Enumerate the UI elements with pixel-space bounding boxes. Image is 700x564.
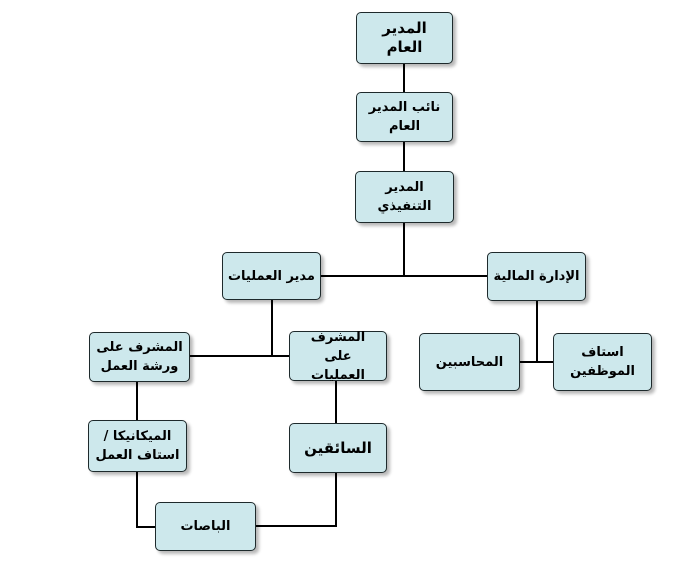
node-buses: الباصات [155,502,256,551]
node-staff: استاف الموظفين [553,333,652,391]
node-mechanics: الميكانيكا / استاف العمل [88,420,187,472]
node-finance-department: الإدارة المالية [487,252,586,301]
node-general-manager: المدير العام [356,12,453,64]
node-operations-manager: مدير العمليات [222,252,321,300]
node-executive-director: المدير التنفيذي [355,171,454,223]
node-workshop-supervisor-label: المشرف على ورشة العمل [96,340,183,374]
node-workshop-supervisor: المشرف على ورشة العمل [89,332,190,382]
node-operations-supervisor-label: المشرف على العمليات [310,329,366,383]
connector-drivers-buses [256,473,337,527]
node-staff-label: استاف الموظفين [570,345,635,379]
node-operations-supervisor: المشرف على العمليات [289,330,387,383]
connector-operations-supervisors [190,300,273,357]
node-deputy-general-manager-label: نائب المدير العام [368,100,441,134]
node-finance-department-label: الإدارة المالية [493,269,580,284]
node-deputy-general-manager: نائب المدير العام [356,92,453,142]
node-buses-label: الباصات [180,519,231,534]
node-drivers: السائقين [289,423,387,473]
connector-mechanics-buses [136,472,155,528]
node-operations-manager-label: مدير العمليات [227,268,315,284]
node-accountants-label: المحاسبين [435,354,504,370]
node-executive-director-label: المدير التنفيذي [377,180,432,214]
node-general-manager-label: المدير العام [382,19,427,56]
node-mechanics-label: الميكانيكا / استاف العمل [95,429,180,463]
connector-executive-branch [321,223,405,277]
connector-finance-children [520,301,538,363]
node-drivers-label: السائقين [304,438,372,457]
node-accountants: المحاسبين [419,333,520,391]
